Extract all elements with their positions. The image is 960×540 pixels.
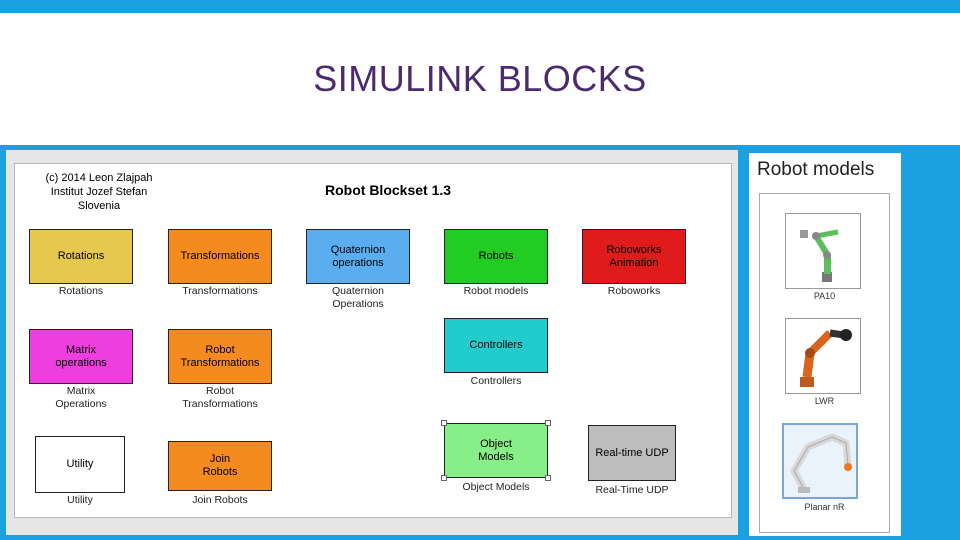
block-label-robot-transformations: Robot Transformations (182, 385, 258, 410)
block-text: Matrix operations (55, 343, 107, 369)
block-utility[interactable]: Utility (35, 436, 125, 493)
credit-line: Slovenia (77, 200, 121, 212)
block-label-matrix: Matrix Operations (55, 385, 107, 410)
block-label-quaternion: Quaternion Operations (332, 285, 384, 310)
block-text: Transformations (180, 250, 260, 262)
credit-line: (c) 2014 Leon Zlajpah (45, 172, 153, 184)
pa10-robot-icon (800, 229, 839, 282)
block-text: Object Models (478, 437, 514, 463)
block-real-time-udp[interactable]: Real-time UDP (588, 425, 676, 481)
block-matrix-operations[interactable]: Matrix operations (29, 329, 133, 384)
block-label-controllers: Controllers (470, 375, 522, 387)
robot-model-pa10[interactable] (785, 213, 861, 289)
block-label-transformations: Transformations (182, 285, 258, 297)
block-object-models[interactable]: Object Models (444, 423, 548, 478)
robot-model-lwr[interactable] (785, 318, 861, 394)
block-robot-transformations[interactable]: Robot Transformations (168, 329, 272, 384)
robot-models-title: Robot models (757, 159, 875, 180)
block-controllers[interactable]: Controllers (444, 318, 548, 373)
block-roboworks-animation[interactable]: Roboworks Animation (582, 229, 686, 284)
selection-handle[interactable] (545, 475, 551, 481)
blockset-title: Robot Blockset 1.3 (325, 182, 452, 198)
block-label-rotations: Rotations (58, 285, 104, 297)
block-text: Controllers (469, 339, 523, 351)
credit-line: Institut Jozef Stefan (50, 186, 148, 198)
block-join-robots[interactable]: Join Robots (168, 441, 272, 491)
block-text: Real-time UDP (595, 446, 669, 459)
top-accent-bar (0, 0, 960, 13)
block-text: Rotations (57, 250, 105, 262)
robot-model-planar-nr[interactable] (782, 423, 858, 499)
planar-robot-icon (790, 433, 852, 493)
robot-model-label: LWR (814, 396, 835, 406)
block-text: Quaternion operations (330, 243, 386, 269)
block-quaternion-operations[interactable]: Quaternion operations (306, 229, 410, 284)
block-text: Roboworks Animation (606, 243, 662, 269)
simulink-library-window: (c) 2014 Leon Zlajpah Institut Jozef Ste… (6, 150, 738, 535)
slide-title: SIMULINK BLOCKS (313, 58, 647, 99)
block-label-join-robots: Join Robots (192, 494, 248, 506)
block-text: Utility (66, 458, 94, 470)
robot-model-label: Planar nR (804, 502, 845, 512)
block-transformations[interactable]: Transformations (168, 229, 272, 284)
block-text: Robot Transformations (180, 343, 260, 369)
block-label-robot-models: Robot models (463, 285, 529, 297)
robot-models-panel: Robot models PA10 LWR (749, 153, 901, 536)
block-text: Join Robots (202, 453, 238, 478)
block-label-real-time-udp: Real-Time UDP (595, 484, 669, 496)
selection-handle[interactable] (441, 420, 447, 426)
block-rotations[interactable]: Rotations (29, 229, 133, 284)
block-text: Robots (478, 250, 514, 262)
robot-models-list: PA10 LWR Planar nR (759, 193, 890, 533)
block-label-object-models: Object Models (462, 481, 530, 493)
selection-handle[interactable] (441, 475, 447, 481)
robot-model-label: PA10 (813, 291, 836, 301)
simulink-canvas: (c) 2014 Leon Zlajpah Institut Jozef Ste… (14, 163, 732, 518)
lwr-robot-icon (800, 329, 852, 387)
copyright-credit: (c) 2014 Leon Zlajpah Institut Jozef Ste… (39, 171, 159, 213)
block-robots[interactable]: Robots (444, 229, 548, 284)
selection-handle[interactable] (545, 420, 551, 426)
block-label-utility: Utility (67, 494, 93, 506)
block-label-roboworks: Roboworks (607, 285, 661, 297)
